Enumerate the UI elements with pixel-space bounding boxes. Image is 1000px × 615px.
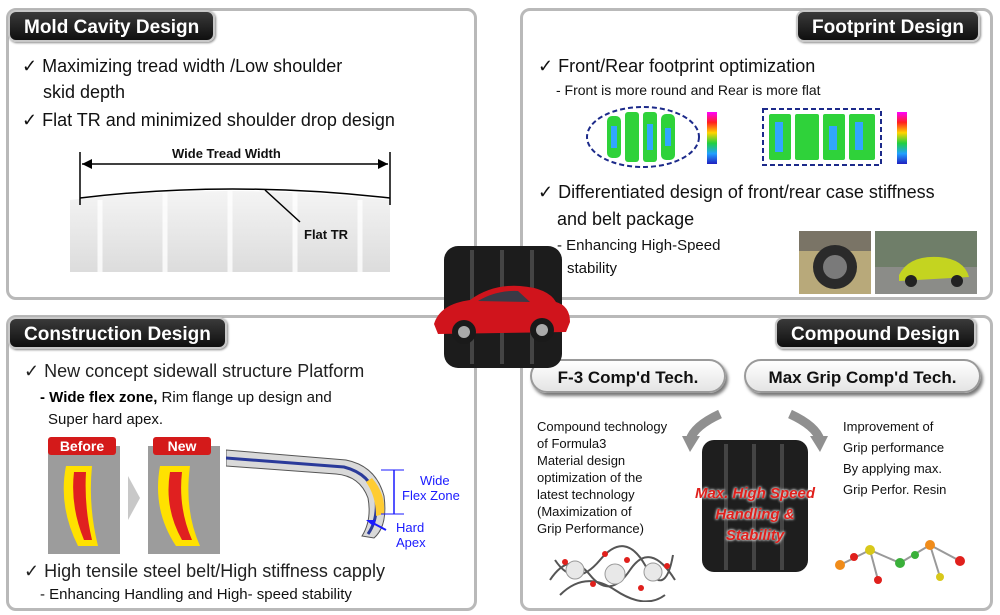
construction-sub-1-cont: Super hard apex. [48,411,164,428]
mold-point-1-cont: skid depth [43,82,126,102]
mold-point-2: ✓ Flat TR and minimized shoulder drop de… [22,110,395,130]
check-mark-icon: ✓ [22,56,43,76]
construction-point-2: ✓ High tensile steel belt/High stiffness… [24,561,385,581]
footprint-sub-2: - Enhancing High-Speed [557,237,721,254]
max-grip-compound-tech-label: Max Grip Comp'd Tech. [744,359,981,393]
wide-flex-zone-label-1: Wide [420,473,450,488]
f3-compound-tech-label: F-3 Comp'd Tech. [530,359,726,393]
wide-tread-width-label: Wide Tread Width [172,146,281,161]
compound-tire-illustration [682,409,828,572]
wide-flex-zone-label-2: Flex Zone [402,488,460,503]
check-mark-icon: ✓ [538,56,559,76]
check-mark-icon: ✓ [538,182,559,202]
footprint-point-2-cont: and belt package [557,209,695,229]
hard-apex-label-1: Hard [396,520,425,535]
check-mark-icon: ✓ [24,361,45,381]
footprint-sub-2-cont: stability [567,260,618,277]
construction-point-1: ✓ New concept sidewall structure Platfor… [24,361,365,381]
construction-sub-1: - Wide flex zone, Rim flange up design a… [40,389,332,406]
sidewall-cross-section [226,449,404,539]
compound-left-text: Compound technology of Formula3 Material… [537,419,668,536]
mold-point-1: ✓ Maximizing tread width /Low shoulder [22,56,343,76]
test-photos [799,231,977,294]
center-tire-car-illustration [434,246,570,368]
construction-title: Construction Design [8,317,227,349]
compound-right-text: Improvement of Grip performance By apply… [843,419,947,497]
compound-center-text: Max. High Speed Handling & Stability [694,485,816,544]
flat-tr-label: Flat TR [304,227,349,242]
resin-molecule-right [835,540,965,584]
footprint-point-2: ✓ Differentiated design of front/rear ca… [538,182,935,202]
mold-cavity-title: Mold Cavity Design [8,10,216,42]
hard-apex-label-2: Apex [396,535,426,550]
construction-sub-2: - Enhancing Handling and High- speed sta… [40,586,352,603]
compound-title: Compound Design [775,317,976,349]
sidewall-before-new-images [48,446,220,554]
new-badge: New [153,437,211,455]
footprint-title: Footprint Design [796,10,980,42]
check-mark-icon: ✓ [22,110,43,130]
tread-profile-illustration [70,152,391,272]
polymer-molecule-left [549,545,676,602]
before-badge: Before [48,437,116,455]
check-mark-icon: ✓ [24,561,45,581]
footprint-point-1: ✓ Front/Rear footprint optimization [538,56,816,76]
footprint-sub-1: - Front is more round and Rear is more f… [556,82,821,98]
footprint-contour-images [586,106,907,168]
